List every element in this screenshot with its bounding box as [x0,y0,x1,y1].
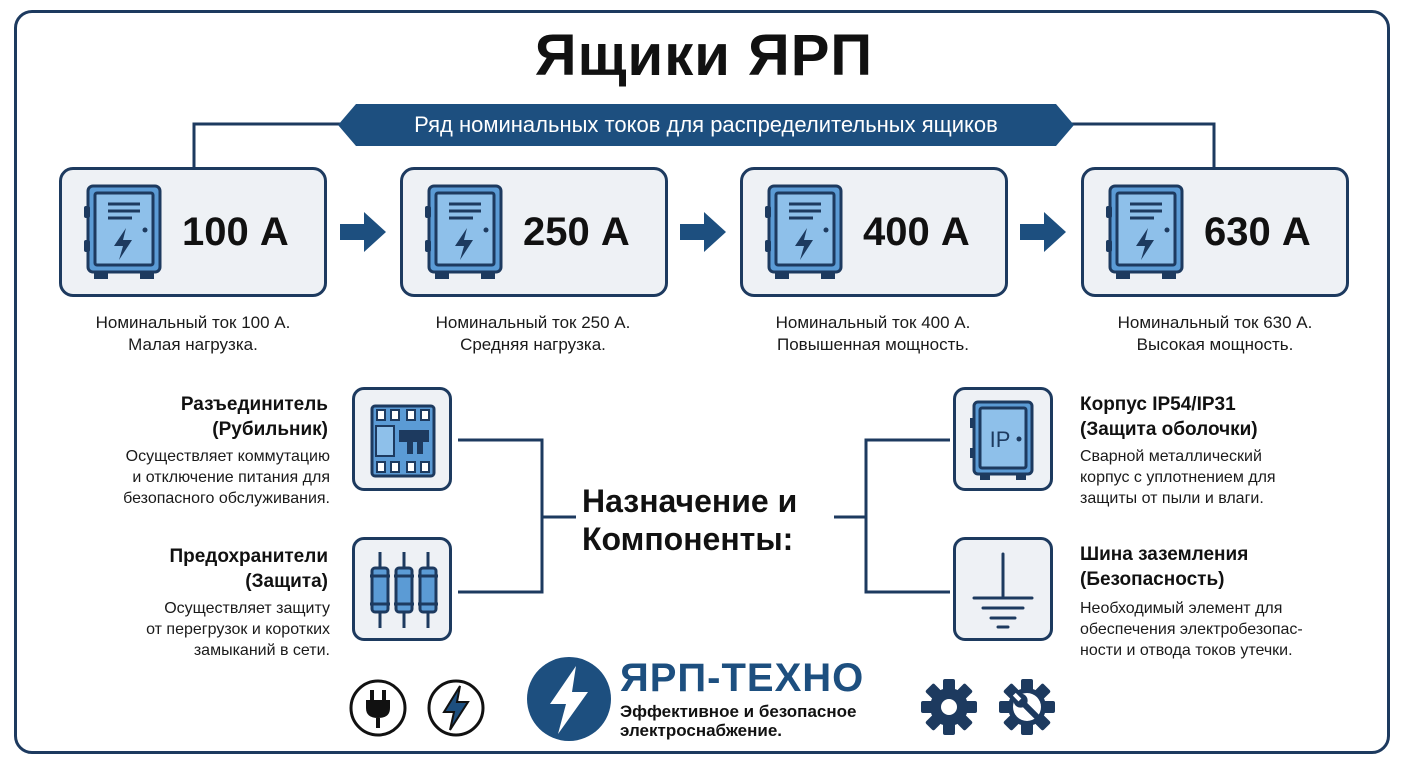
rating-value: 630 А [1204,210,1311,254]
subtitle-ribbon: Ряд номинальных токов для распределитель… [338,104,1074,146]
fuses-icon-box [352,537,452,641]
cabinet-icon [763,184,847,289]
arrow-right-icon [680,212,726,252]
disconnector-icon [370,404,436,478]
page-title: Ящики ЯРП [534,23,874,88]
rating-caption-2: Номинальный ток 250 А.Средняя нагрузка. [435,313,631,354]
enclosure-icon-label: IP [990,427,1011,452]
plug-icon [349,679,407,737]
arrow-right-icon [340,212,386,252]
disconnector-title: Разъединитель(Рубильник) [180,394,328,440]
outer-frame [14,10,1390,754]
gear-wrench-icon [999,679,1055,735]
rating-caption-1: Номинальный ток 100 А.Малая нагрузка. [95,313,291,354]
gear-icon [921,679,977,735]
rating-card-3: 400 А [740,167,1008,297]
enclosure-title: Корпус IP54/IP31(Защита оболочки) [1080,394,1258,440]
rating-card-2: 250 А [400,167,668,297]
rating-card-4: 630 А [1081,167,1349,297]
rating-value: 400 А [863,210,970,254]
brand-name: ЯРП-ТЕХНО [620,656,865,700]
fuses-title: Предохранители(Защита) [169,546,328,592]
rating-value: 250 А [523,210,630,254]
logo-lightning-icon [527,657,611,741]
fuses-icon [370,552,438,628]
cabinet-icon [82,184,166,289]
grounding-icon-box [953,537,1053,641]
subtitle-text: Ряд номинальных токов для распределитель… [414,112,998,137]
cabinet-icon [1104,184,1188,289]
rating-card-1: 100 А [59,167,327,297]
rating-caption-3: Номинальный ток 400 А.Повышенная мощност… [775,313,971,354]
arrow-right-icon [1020,212,1066,252]
lightning-icon [427,679,485,737]
rating-caption-4: Номинальный ток 630 А.Высокая мощность. [1117,313,1313,354]
ground-icon [972,552,1034,629]
rating-value: 100 А [182,210,289,254]
enclosure-ip-icon: IP [970,400,1034,480]
enclosure-icon-box: IP [953,387,1053,491]
grounding-title: Шина заземления(Безопасность) [1080,544,1249,590]
disconnector-icon-box [352,387,452,491]
cabinet-icon [423,184,507,289]
